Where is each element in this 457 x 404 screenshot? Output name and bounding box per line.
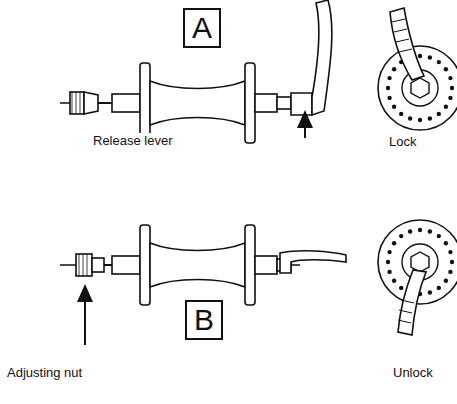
part-label: Lock: [388, 134, 417, 149]
letter-box: B: [185, 300, 223, 340]
letter-box: A: [183, 8, 221, 48]
part-label: Unlock: [392, 365, 434, 380]
box-letter: B: [194, 305, 214, 335]
box-letter: A: [192, 13, 212, 43]
part-label: Release lever: [92, 133, 174, 148]
part-label: Adjusting nut: [6, 365, 83, 380]
